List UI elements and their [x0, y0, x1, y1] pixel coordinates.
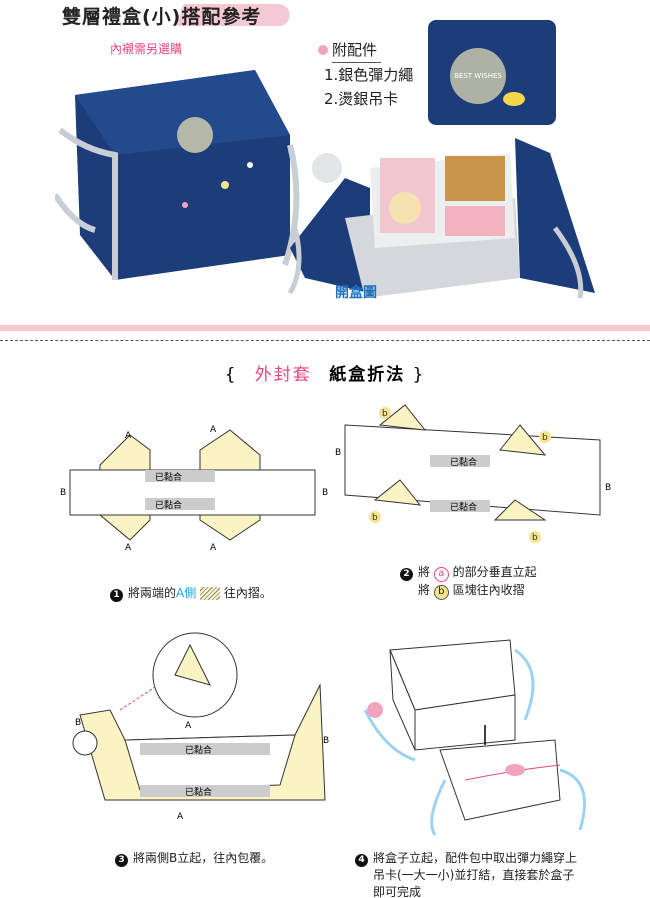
accessory-item: 2.燙銀吊卡	[324, 90, 399, 108]
lining-note: 內襯需另選購	[110, 42, 183, 56]
page-title: 雙層禮盒(小)搭配參考	[62, 6, 262, 28]
step-text: 往內摺。	[223, 586, 272, 600]
step-text: 將	[418, 565, 431, 579]
accessories-box: 附配件 1.銀色彈力繩 2.燙銀吊卡	[318, 38, 413, 111]
svg-text:A: A	[125, 543, 132, 553]
step-text: 的部分垂直立起	[452, 565, 537, 579]
svg-text:A: A	[185, 721, 192, 731]
pink-divider	[0, 325, 650, 331]
step-3: 3 將兩側B立起，往內包覆。	[115, 850, 273, 867]
svg-text:已黏合: 已黏合	[155, 471, 182, 483]
bullet-icon	[318, 45, 328, 55]
hang-tag: BEST WISHES	[450, 48, 506, 104]
closed-box-photo	[55, 70, 300, 280]
step-text: 即可完成	[373, 885, 422, 898]
step-1: 1 將兩端的A側 往內摺。	[110, 585, 272, 602]
dashed-divider	[0, 340, 650, 341]
svg-text:已黏合: 已黏合	[450, 501, 477, 513]
svg-text:已黏合: 已黏合	[155, 499, 182, 511]
svg-text:B: B	[75, 718, 81, 728]
svg-text:A: A	[210, 425, 217, 435]
step-number: 2	[400, 568, 413, 581]
circle-a-icon: a	[433, 567, 449, 582]
step-text: 將兩側B立起，往內包覆。	[133, 851, 274, 865]
svg-text:A: A	[177, 812, 184, 822]
tag-photo: BEST WISHES	[428, 20, 556, 125]
svg-text:B: B	[335, 448, 341, 458]
brace-open: {	[224, 365, 238, 385]
step-number: 4	[355, 854, 368, 867]
open-box-photo	[287, 138, 595, 299]
section-heading: { 外封套 紙盒折法 }	[0, 360, 650, 385]
svg-text:b: b	[382, 409, 388, 419]
step-text: 區塊往內收摺	[452, 583, 525, 597]
flower-decoration	[503, 92, 525, 106]
accessory-item: 1.銀色彈力繩	[324, 66, 414, 84]
step-text: 將兩端的	[128, 586, 177, 600]
svg-text:A: A	[210, 543, 217, 553]
label-a: A	[125, 431, 132, 441]
svg-text:B: B	[323, 736, 329, 746]
accessories-heading: 附配件	[332, 38, 382, 63]
svg-text:已黏合: 已黏合	[185, 786, 212, 798]
step-number: 3	[115, 854, 128, 867]
brace-close: }	[412, 365, 426, 385]
step-text: 將盒子立起，配件包中取出彈力繩穿上	[373, 851, 578, 865]
hatch-swatch-icon	[200, 587, 221, 600]
svg-text:B: B	[322, 488, 328, 498]
step-text: 吊卡(一大一小)並打結，直接套於盒子	[373, 868, 575, 882]
svg-text:B: B	[60, 488, 66, 498]
open-box-label: 開盒圖	[335, 285, 377, 301]
step-text: 將	[418, 583, 431, 597]
section-title: 外封套	[254, 365, 312, 385]
svg-text:b: b	[542, 433, 548, 443]
step-4: 4 將盒子立起，配件包中取出彈力繩穿上 吊卡(一大一小)並打結，直接套於盒子 即可…	[355, 850, 577, 898]
svg-text:已黏合: 已黏合	[450, 456, 477, 468]
step-highlight: A側	[176, 586, 197, 600]
svg-text:b: b	[532, 533, 538, 543]
svg-text:B: B	[605, 483, 611, 493]
circle-b-icon: b	[433, 585, 449, 600]
step-number: 1	[110, 589, 123, 602]
svg-text:已黏合: 已黏合	[185, 744, 212, 756]
svg-text:b: b	[372, 513, 378, 523]
section-subtitle: 紙盒折法	[329, 365, 406, 385]
step4-diagram	[363, 639, 586, 836]
